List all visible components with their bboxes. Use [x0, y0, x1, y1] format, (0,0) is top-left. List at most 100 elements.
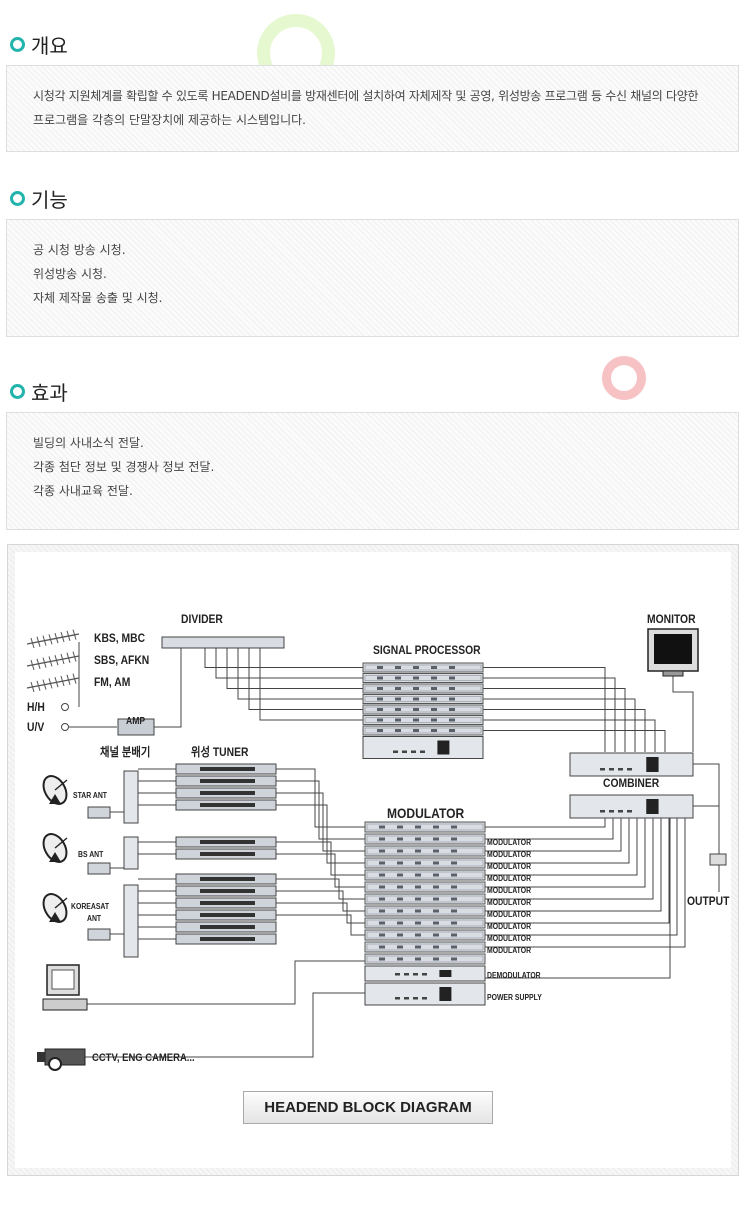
hh-label: H/H [27, 700, 45, 714]
power-supply-unit-button [413, 997, 418, 1000]
signal-processor-unit [362, 662, 484, 673]
kbs-mbc-label: KBS, MBC [94, 631, 146, 645]
power-supply-unit-button [404, 997, 409, 1000]
modulator-unit-led [451, 873, 457, 877]
modulator-unit [364, 881, 486, 893]
modulator-unit-led [397, 909, 403, 913]
modulator-unit-led [415, 897, 421, 901]
modulator-unit-panel [366, 847, 484, 855]
monitor-stand [662, 670, 684, 677]
headend-diagram-frame: DIVIDER SIGNAL PROCESSOR MONITOR COMBINE… [7, 544, 739, 1176]
dish-star-stand [49, 794, 61, 804]
modulator-unit-led [433, 885, 439, 889]
antenna-kbs-mbc-element [72, 629, 77, 640]
modulator-unit-panel [366, 871, 484, 879]
signal-processor-unit-led [395, 729, 401, 732]
combiner-unit-lower-button [618, 810, 623, 813]
signal-wire [485, 818, 622, 852]
signal-wire [483, 677, 616, 752]
modulator-unit-led [433, 909, 439, 913]
section-title-overview: 개요 [10, 30, 68, 58]
antenna-kbs-mbc-element [30, 637, 35, 649]
star-ant-box [87, 806, 111, 819]
modulator-unit [364, 857, 486, 869]
functions-line: 자체 제작물 송출 및 시청. [33, 291, 163, 305]
modulator-unit-led [397, 897, 403, 901]
signal-wire [85, 992, 365, 1058]
signal-processor-unit [362, 694, 484, 704]
signal-processor-unit-led [377, 708, 383, 711]
overview-line: 시청각 지원체계를 확립할 수 있도록 HEADEND설비를 방재센터에 설치하… [33, 89, 699, 103]
effects-line: 빌딩의 사내소식 전달. [33, 436, 144, 450]
channel-splitter-label: 채널 분배기 [100, 745, 151, 759]
demodulator-unit-button [404, 973, 409, 976]
channel-splitter-koreasat [123, 884, 139, 958]
antenna-fm-am-element [42, 679, 47, 690]
satellite-tuner-display [200, 852, 255, 856]
uv-terminal [61, 723, 69, 731]
antenna-fm-am-element [72, 673, 77, 684]
modulator-unit-led [397, 885, 403, 889]
signal-wire [276, 878, 365, 900]
camera-reel [48, 1057, 62, 1071]
signal-processor-unit-led [377, 718, 383, 722]
modulator-unit-led [451, 861, 457, 865]
antenna-kbs-mbc-element [54, 633, 59, 644]
signal-processor-unit-led [449, 687, 455, 690]
satellite-tuner-label: 위성 TUNER [191, 745, 249, 759]
modulator-row-label: MODULATOR [487, 874, 532, 883]
modulator-unit-led [397, 837, 403, 841]
satellite-tuner-display [200, 840, 255, 844]
signal-processor-unit-led [377, 676, 383, 680]
modulator-unit-led [397, 849, 403, 853]
modulator-unit-led [415, 945, 421, 949]
power-supply-label: POWER SUPPLY [487, 993, 542, 1002]
modulator-unit-led [451, 837, 457, 841]
modulator-unit-led [415, 957, 421, 961]
modulator-unit-panel [366, 931, 484, 939]
modulator-unit-led [415, 933, 421, 937]
antenna-sbs-afkn-element [48, 656, 53, 667]
modulator-unit-led [379, 849, 385, 853]
signal-processor-label: SIGNAL PROCESSOR [373, 643, 481, 657]
satellite-tuner-display [200, 901, 255, 905]
signal-wire [485, 818, 654, 900]
modulator-unit [364, 833, 486, 845]
signal-processor-unit-led [413, 718, 419, 722]
satellite-tuner-display [200, 767, 255, 771]
combiner-unit-upper-button [627, 768, 632, 771]
signal-processor-unit-led [431, 697, 437, 701]
signal-processor-unit-led [377, 697, 383, 701]
combiner-unit-lower-button [609, 810, 614, 813]
amp-box [117, 718, 155, 736]
modulator-unit-led [415, 861, 421, 865]
signal-processor-unit-led [431, 729, 437, 732]
bs-ant-label: BS ANT [78, 850, 104, 859]
pc-base [42, 998, 88, 1011]
overview-line: 프로그램을 각층의 단말장치에 제공하는 시스템입니다. [33, 113, 306, 127]
modulator-row-label: MODULATOR [487, 946, 532, 955]
signal-processor-unit-panel [364, 675, 482, 681]
uv-label: U/V [27, 720, 45, 734]
satellite-tuner-display [200, 803, 255, 807]
section-title-effects: 효과 [10, 377, 68, 405]
output-box [709, 853, 727, 866]
combiner-label: COMBINER [603, 776, 660, 790]
diagram-graphics [26, 628, 727, 1071]
signal-wire [485, 818, 646, 888]
signal-wire [226, 648, 363, 689]
modulator-unit-led [379, 873, 385, 877]
signal-processor-unit-panel [364, 706, 482, 713]
modulator-unit-led [379, 897, 385, 901]
modulator-row-label: MODULATOR [487, 922, 532, 931]
modulator-unit-led [415, 849, 421, 853]
modulator-unit [364, 917, 486, 929]
amp-label: AMP [126, 716, 146, 727]
modulator-unit [364, 869, 486, 881]
modulator-unit-led [397, 873, 403, 877]
satellite-tuner-display [200, 889, 255, 893]
satellite-tuner-display [200, 913, 255, 917]
satellite-tuner-display [200, 937, 255, 941]
signal-wire [485, 818, 662, 912]
signal-wire [87, 960, 365, 1005]
